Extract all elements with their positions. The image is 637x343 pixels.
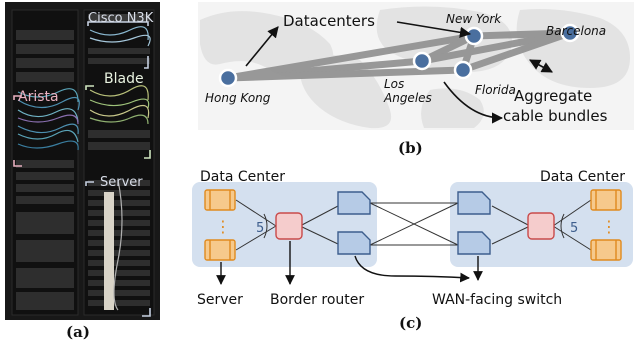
rack-right-frame <box>83 9 155 316</box>
border-router-left <box>275 212 303 240</box>
panel-c: Data Center Data Center <box>192 169 633 332</box>
switch-left-bottom <box>337 231 371 255</box>
panel-c-arrows <box>216 241 483 285</box>
dc-left-title: Data Center <box>200 169 285 185</box>
rack-label-brackets <box>13 21 151 317</box>
datacenters-label: Datacenters <box>283 12 375 30</box>
blade-label: Blade <box>104 71 144 87</box>
server-dots-right: ⋮ <box>601 217 617 236</box>
map-links <box>224 29 574 82</box>
server-count-left: 5 <box>256 221 264 236</box>
switch-left-top <box>337 191 371 215</box>
node-new-york <box>464 26 484 46</box>
dc-left-links <box>235 199 339 251</box>
node-barcelona <box>560 23 580 43</box>
border-router-right <box>527 212 555 240</box>
dc-right-title: Data Center <box>540 169 625 185</box>
caption-b: (b) <box>398 139 423 157</box>
rack-cabling <box>17 26 151 311</box>
map-arrows <box>245 21 553 124</box>
rack-equipment <box>16 14 150 310</box>
city-los-angeles-1: Los <box>384 77 404 91</box>
border-router-label: Border router <box>270 292 364 308</box>
server-rack-label: Server <box>100 175 143 190</box>
server-left-top <box>204 189 236 211</box>
servers-left <box>204 189 236 261</box>
cisco-n3k-label: Cisco N3K <box>88 11 154 26</box>
server-label: Server <box>197 292 243 308</box>
wan-switches <box>337 191 491 255</box>
switch-right-bottom <box>457 231 491 255</box>
caption-c: (c) <box>399 314 422 332</box>
server-right-bottom <box>590 239 622 261</box>
city-hong-kong: Hong Kong <box>205 91 271 105</box>
panel-b: Datacenters Hong Kong Los Angeles New Yo… <box>198 2 634 157</box>
wan-links <box>369 202 459 246</box>
server-dots-left: ⋮ <box>215 217 231 236</box>
node-florida <box>453 60 473 80</box>
wan-switch-label: WAN-facing switch <box>432 292 562 308</box>
servers-right <box>590 189 622 261</box>
arista-label: Arista <box>18 89 59 105</box>
node-los-angeles <box>412 51 432 71</box>
panel-a: Cisco N3K Arista Blade Server (a) <box>5 2 160 341</box>
node-hong-kong <box>218 68 238 88</box>
dc-right-links <box>491 199 592 251</box>
city-florida: Florida <box>475 83 516 97</box>
switch-right-top <box>457 191 491 215</box>
server-blades <box>104 192 114 310</box>
caption-a: (a) <box>66 323 90 341</box>
aggregate-label-2: cable bundles <box>503 107 608 125</box>
server-left-bottom <box>204 239 236 261</box>
server-count-right: 5 <box>570 221 578 236</box>
server-right-top <box>590 189 622 211</box>
aggregate-label-1: Aggregate <box>514 87 592 105</box>
city-barcelona: Barcelona <box>546 24 606 38</box>
city-los-angeles-2: Angeles <box>383 91 432 105</box>
city-new-york: New York <box>446 12 502 26</box>
